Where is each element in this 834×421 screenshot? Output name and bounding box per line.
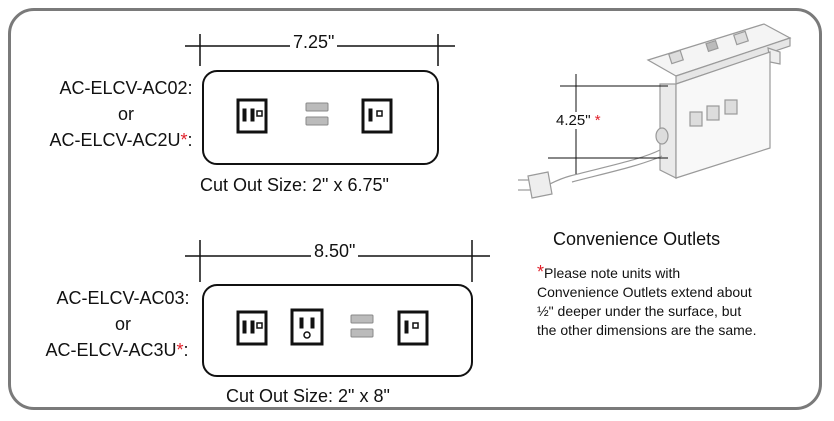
convenience-title: Convenience Outlets — [553, 229, 721, 249]
height-label: 4.25" — [556, 112, 591, 129]
unit1-outlet-left — [236, 98, 268, 134]
unit2-model-b-line: AC-ELCV-AC3U*: — [28, 340, 206, 361]
unit2-outlet-3 — [397, 310, 429, 346]
unit2-outlet-2 — [290, 308, 324, 346]
unit1-width-label: 7.25" — [290, 32, 338, 53]
unit2-cutout-label: Cut Out Size: 2" x 8" — [226, 386, 390, 406]
unit2-faceplate — [202, 284, 473, 377]
note-line-4: the other dimensions are the same. — [537, 322, 757, 338]
unit2-model-a: AC-ELCV-AC03: — [56, 288, 190, 308]
note-line-3: ½" deeper under the surface, but — [537, 303, 742, 319]
height-asterisk: * — [594, 112, 601, 129]
convenience-outlet-illustration — [518, 23, 792, 199]
convenience-note: *Please note units with Convenience Outl… — [537, 263, 756, 340]
note-line-1: *Please note units with — [537, 262, 681, 282]
note-asterisk: * — [537, 262, 545, 282]
unit2-model-b: AC-ELCV-AC3U — [45, 340, 177, 360]
unit2-width-label: 8.50" — [311, 241, 359, 262]
unit1-or: or — [117, 104, 134, 124]
unit1-asterisk: * — [180, 130, 188, 150]
unit2-usb-ports — [350, 314, 374, 338]
height-label-line: 4.25" * — [554, 112, 603, 129]
unit1-usb-ports — [305, 102, 329, 126]
unit2-or: or — [114, 314, 131, 334]
unit2-model-b-suffix: : — [183, 340, 189, 360]
diagram-frame — [8, 8, 822, 410]
unit1-model-b: AC-ELCV-AC2U — [49, 130, 181, 150]
unit1-outlet-right — [361, 98, 393, 134]
note-line-2: Convenience Outlets extend about — [537, 284, 752, 300]
unit1-model-b-line: AC-ELCV-AC2U*: — [36, 130, 206, 151]
unit1-model-a: AC-ELCV-AC02: — [59, 78, 193, 98]
unit1-model-b-suffix: : — [187, 130, 193, 150]
unit2-outlet-1 — [236, 310, 268, 346]
unit1-cutout-label: Cut Out Size: 2" x 6.75" — [200, 175, 389, 195]
unit2-asterisk: * — [176, 340, 184, 360]
